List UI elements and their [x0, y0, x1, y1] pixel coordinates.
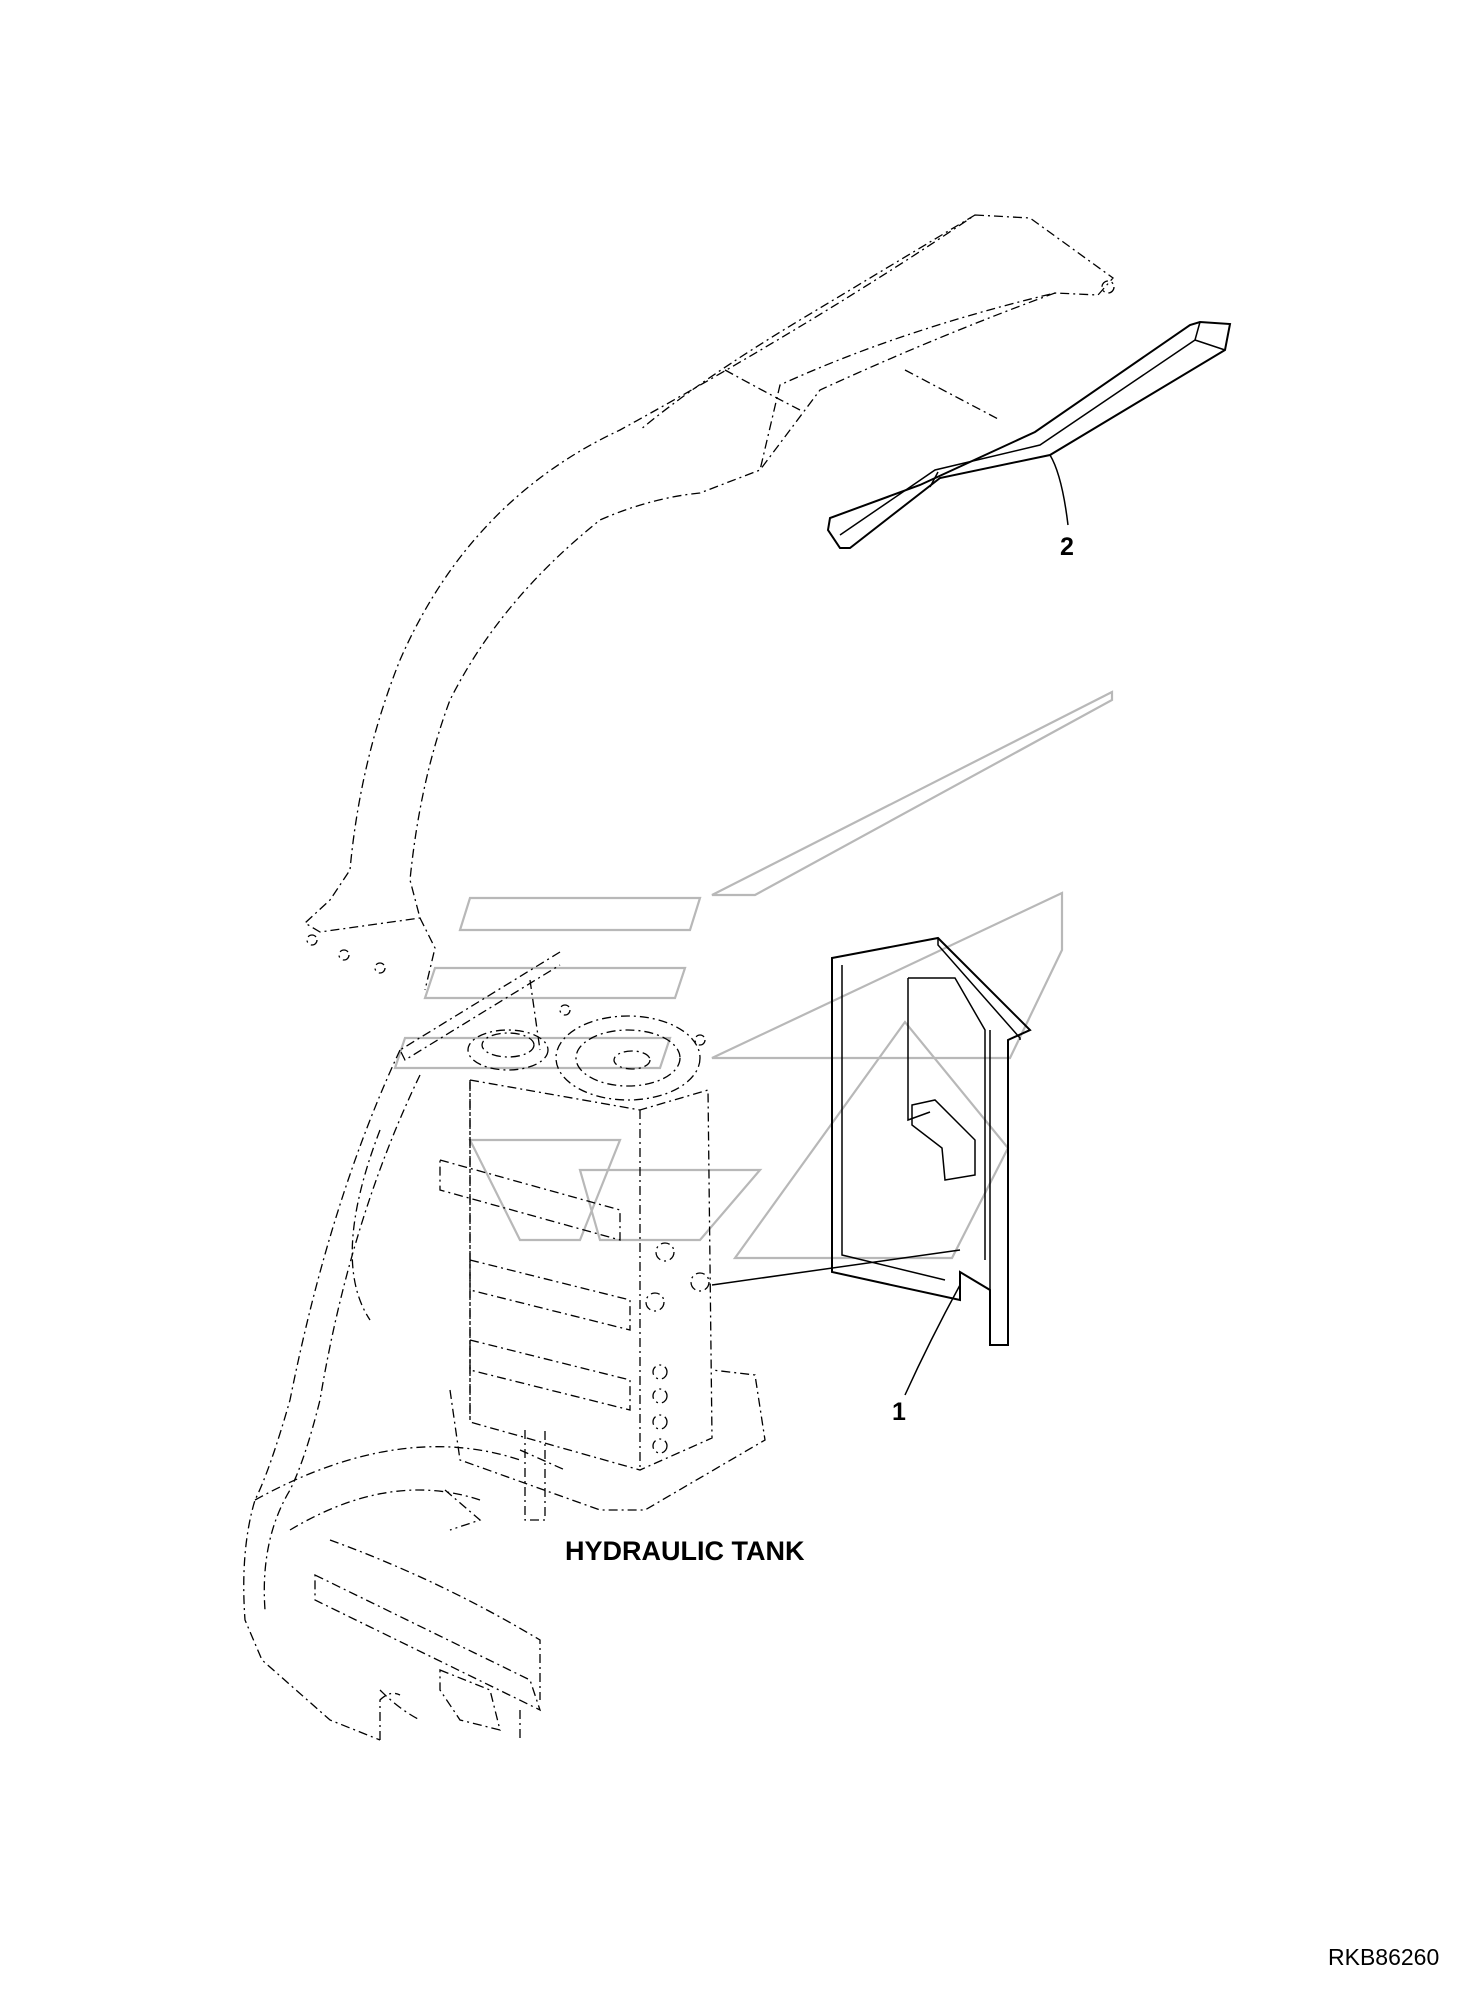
- callout-1: 1: [892, 1398, 906, 1426]
- hydraulic-tank-phantom: [399, 951, 766, 1521]
- lower-fender-phantom: [243, 1049, 542, 1741]
- callout-2: 2: [1060, 533, 1074, 561]
- figure-id: RKB86260: [1328, 1944, 1439, 1970]
- part-1-cover-panel: [831, 936, 1032, 1346]
- leader-line-1-to-tank: [711, 1249, 961, 1286]
- leader-lines: [711, 454, 1069, 1396]
- part-2-seal-strip: [826, 320, 1232, 549]
- cab-structure-phantom: [303, 214, 1115, 991]
- watermark-logo-icon: [393, 690, 1114, 1260]
- leader-line-1: [904, 1284, 961, 1396]
- leader-line-2: [1049, 454, 1069, 526]
- component-label: HYDRAULIC TANK: [565, 1536, 805, 1566]
